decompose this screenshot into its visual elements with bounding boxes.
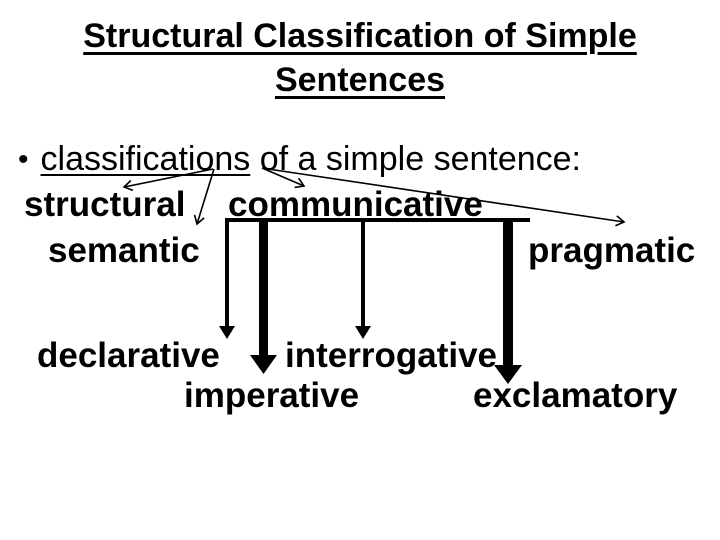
slide-title: Structural Classification of Simple Sent…	[0, 14, 720, 102]
bullet-item: • classifications of a simple sentence:	[18, 142, 581, 176]
label-declarative: declarative	[37, 336, 220, 375]
down-arrow-declarative	[219, 220, 235, 339]
label-communicative: communicative	[228, 185, 483, 224]
label-semantic: semantic	[48, 231, 200, 270]
label-interrogative: interrogative	[285, 336, 497, 375]
title-line-1: Structural Classification of Simple	[83, 17, 637, 55]
label-structural: structural	[24, 185, 186, 224]
down-arrow-exclamatory	[494, 220, 522, 384]
bullet-underlined-term: classifications	[40, 140, 251, 178]
down-arrow-imperative	[250, 220, 277, 374]
bullet-marker-icon: •	[18, 143, 29, 176]
title-line-2: Sentences	[274, 61, 446, 99]
bullet-rest-text: of a simple sentence:	[250, 140, 582, 178]
label-imperative: imperative	[184, 376, 360, 415]
label-pragmatic: pragmatic	[528, 231, 696, 270]
label-exclamatory: exclamatory	[473, 376, 678, 415]
down-arrow-interrogative	[355, 220, 371, 339]
